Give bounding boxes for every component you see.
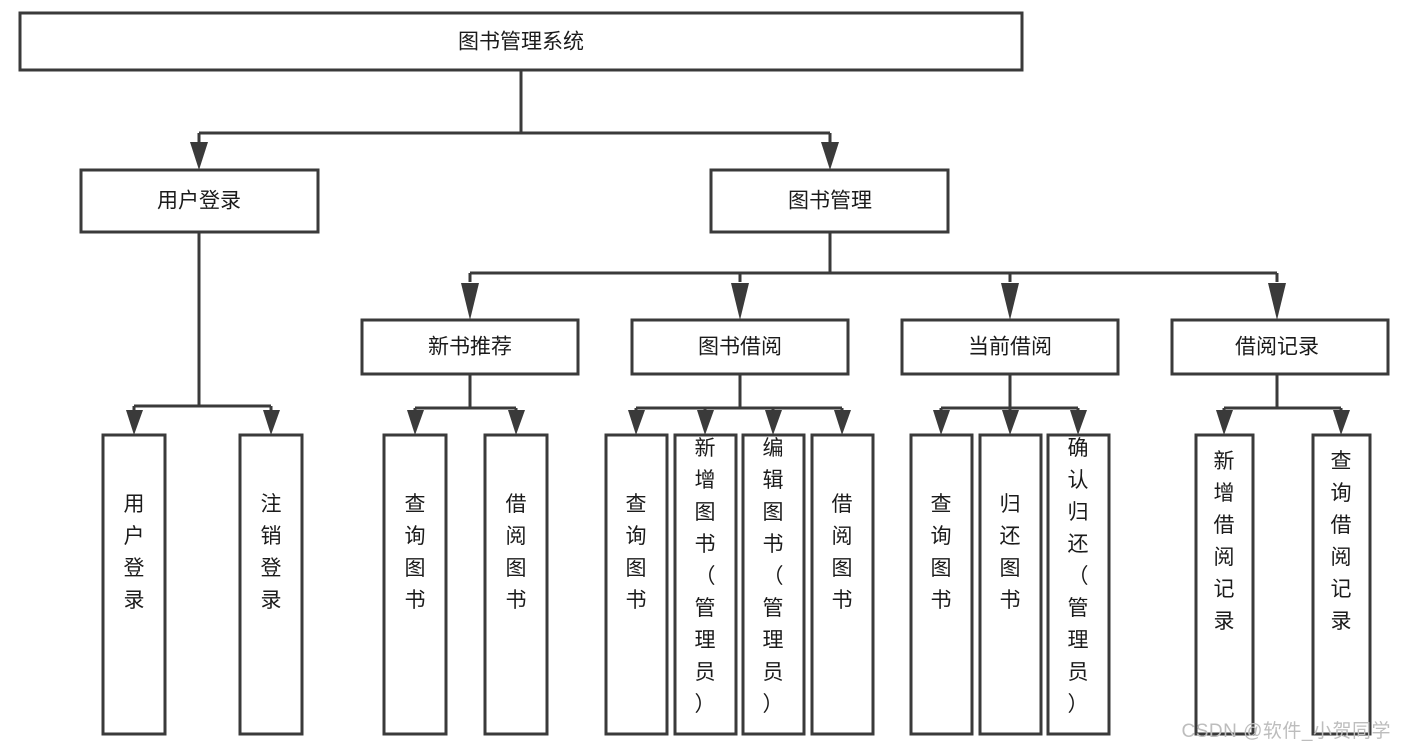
- leaf-current-borrow-1-label: 查询图书: [931, 493, 952, 612]
- node-borrow-record-box[interactable]: [1170, 318, 1390, 376]
- node-new-book-recommend[interactable]: 新书推荐: [360, 318, 580, 376]
- leaf-borrow-record-2-label: 查询借阅记录: [1331, 450, 1352, 633]
- leaf-user-login-1-box[interactable]: [101, 433, 167, 736]
- arrow-head-book-manage: [821, 142, 839, 170]
- arrow-head-new-book: [461, 283, 479, 320]
- arrow-head-user-login: [190, 142, 208, 170]
- leaf-user-login-1-label: 用户登录: [124, 493, 145, 612]
- leaf-user-login-2-box[interactable]: [238, 433, 304, 736]
- leaf-current-borrow-2[interactable]: 归还图书: [978, 433, 1043, 736]
- node-book-borrow[interactable]: 图书借阅: [630, 318, 850, 376]
- node-root-box[interactable]: [18, 11, 1024, 72]
- connector-layer: [126, 70, 1350, 435]
- node-user-login-box[interactable]: [79, 168, 320, 234]
- leaf-new-book-2-box[interactable]: [483, 433, 549, 736]
- leaf-borrow-record-1-label: 新增借阅记录: [1214, 450, 1235, 633]
- node-book-management-label: 图书管理: [788, 190, 872, 213]
- leaf-new-book-1-label: 查询图书: [405, 493, 426, 612]
- leaf-current-borrow-3-box[interactable]: [1046, 433, 1111, 736]
- leaf-borrow-record-1[interactable]: 新增借阅记录: [1194, 433, 1255, 736]
- arrow-head-leaf-current-1: [933, 410, 950, 435]
- node-borrow-record[interactable]: 借阅记录: [1170, 318, 1390, 376]
- node-user-login-label: 用户登录: [157, 190, 241, 213]
- leaf-new-book-1-box[interactable]: [382, 433, 448, 736]
- node-root-label: 图书管理系统: [458, 31, 584, 54]
- node-user-login[interactable]: 用户登录: [79, 168, 320, 234]
- leaf-user-login-2[interactable]: 注销登录: [238, 433, 304, 736]
- leaf-book-borrow-1-box[interactable]: [604, 433, 669, 736]
- arrow-head-leaf-newbook-2: [508, 410, 525, 435]
- leaf-book-borrow-4-label: 借阅图书: [832, 493, 853, 612]
- leaf-new-book-2[interactable]: 借阅图书: [483, 433, 549, 736]
- arrow-head-leaf-record-2: [1333, 410, 1350, 435]
- leaf-current-borrow-2-label: 归还图书: [1000, 493, 1021, 612]
- node-book-borrow-box[interactable]: [630, 318, 850, 376]
- leaf-book-borrow-3-box[interactable]: [741, 433, 806, 736]
- leaf-book-borrow-3-label: 编辑图书（管理员）: [763, 437, 784, 716]
- arrow-head-leaf-current-2: [1002, 410, 1019, 435]
- arrow-head-leaf-borrow-3: [765, 410, 782, 435]
- leaf-current-borrow-1[interactable]: 查询图书: [909, 433, 974, 736]
- node-current-borrow-box[interactable]: [900, 318, 1120, 376]
- leaf-current-borrow-2-box[interactable]: [978, 433, 1043, 736]
- arrow-head-borrow-record: [1268, 283, 1286, 320]
- leaf-book-borrow-2[interactable]: 新增图书（管理员）: [673, 433, 738, 736]
- node-book-management-box[interactable]: [709, 168, 950, 234]
- arrow-head-leaf-borrow-4: [834, 410, 851, 435]
- node-book-management[interactable]: 图书管理: [709, 168, 950, 234]
- arrow-head-current-borrow: [1001, 283, 1019, 320]
- leaf-book-borrow-2-box[interactable]: [673, 433, 738, 736]
- node-current-borrow-label: 当前借阅: [968, 336, 1052, 359]
- leaf-book-borrow-1[interactable]: 查询图书: [604, 433, 669, 736]
- arrow-head-leaf-borrow-2: [697, 410, 714, 435]
- node-book-borrow-label: 图书借阅: [698, 336, 782, 359]
- leaf-current-borrow-3[interactable]: 确认归还（管理员）: [1046, 433, 1111, 736]
- node-new-book-recommend-box[interactable]: [360, 318, 580, 376]
- leaf-current-borrow-1-box[interactable]: [909, 433, 974, 736]
- leaf-user-login-2-label: 注销登录: [261, 493, 282, 612]
- leaf-borrow-record-2-box[interactable]: [1311, 433, 1372, 736]
- leaf-book-borrow-3[interactable]: 编辑图书（管理员）: [741, 433, 806, 736]
- leaf-book-borrow-2-label: 新增图书（管理员）: [695, 437, 716, 716]
- node-root[interactable]: 图书管理系统: [18, 11, 1024, 72]
- arrow-head-leaf-user-1: [126, 410, 143, 435]
- leaf-borrow-record-2[interactable]: 查询借阅记录: [1311, 433, 1372, 736]
- node-current-borrow[interactable]: 当前借阅: [900, 318, 1120, 376]
- arrow-head-leaf-borrow-1: [628, 410, 645, 435]
- arrow-head-book-borrow: [731, 283, 749, 320]
- node-borrow-record-label: 借阅记录: [1235, 336, 1319, 359]
- leaf-new-book-2-label: 借阅图书: [506, 493, 527, 612]
- leaf-book-borrow-4-box[interactable]: [810, 433, 875, 736]
- node-new-book-recommend-label: 新书推荐: [428, 336, 512, 359]
- arrow-head-leaf-current-3: [1070, 410, 1087, 435]
- leaf-book-borrow-1-label: 查询图书: [626, 493, 647, 612]
- leaf-book-borrow-4[interactable]: 借阅图书: [810, 433, 875, 736]
- leaf-current-borrow-3-label: 确认归还（管理员）: [1068, 437, 1089, 716]
- leaf-borrow-record-1-box[interactable]: [1194, 433, 1255, 736]
- arrow-head-leaf-record-1: [1216, 410, 1233, 435]
- leaf-new-book-1[interactable]: 查询图书: [382, 433, 448, 736]
- arrow-head-leaf-user-2: [263, 410, 280, 435]
- leaf-user-login-1[interactable]: 用户登录: [101, 433, 167, 736]
- arrow-head-leaf-newbook-1: [407, 410, 424, 435]
